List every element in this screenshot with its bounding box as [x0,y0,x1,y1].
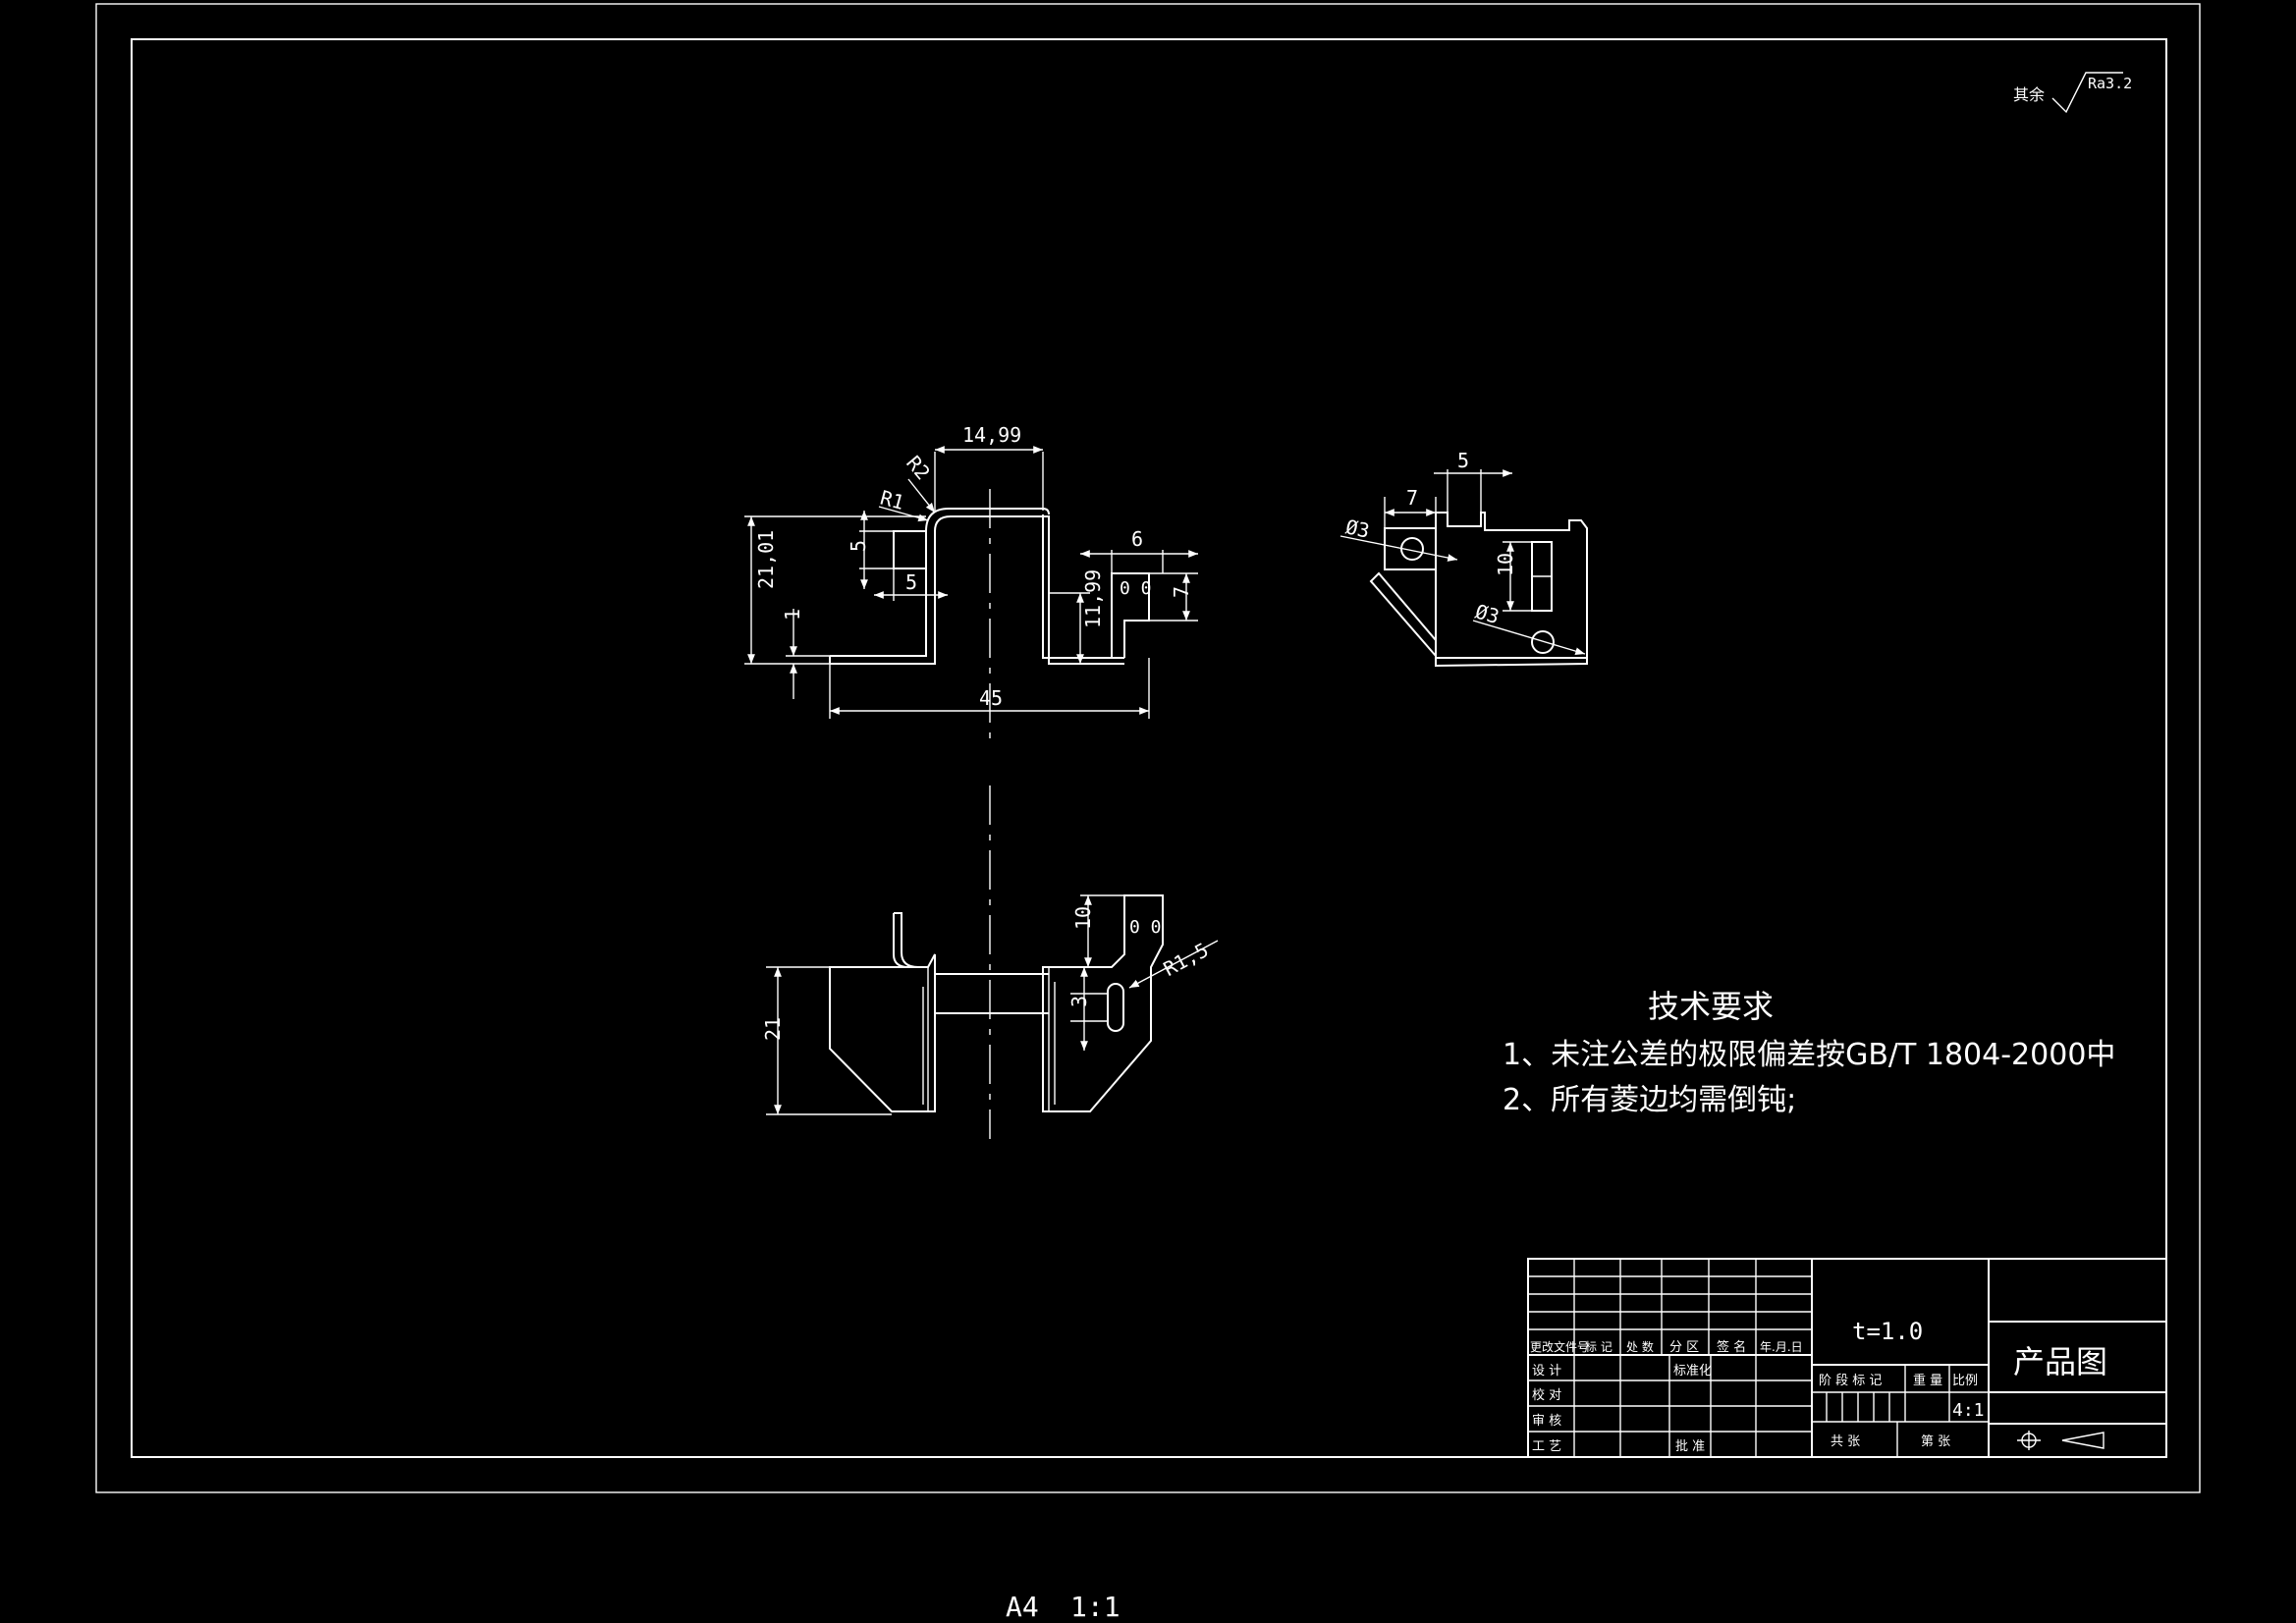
slot-mark-icon: 0 0 [1120,578,1152,599]
roughness-symbol-icon [2051,72,2123,114]
tech-req-item-2: 2、所有菱边均需倒钝; [1503,1083,1796,1117]
roughness-value: Ra3.2 [2088,75,2132,92]
dim-5-horizontal: 5 [905,570,917,594]
tb-signature: 签 名 [1717,1339,1746,1355]
svg-text:0 0: 0 0 [1129,917,1162,938]
dim-R1: R1 [878,485,906,514]
dim-10-top: 10 [1071,906,1095,930]
technical-requirements: 技术要求 1、未注公差的极限偏差按GB/T 1804-2000中 2、所有菱边均… [1503,988,2115,1117]
outer-frame [95,3,2201,1493]
front-view: 0 0 14,99 R2 R1 5 5 21,01 1 [744,423,1198,746]
tb-weight: 重 量 [1913,1373,1942,1388]
surface-roughness-note: 其余 Ra3.2 [2013,72,2132,114]
tb-count: 处 数 [1626,1339,1654,1354]
tb-stage-mark: 阶 段 标 记 [1819,1374,1882,1388]
tb-role-design: 设 计 [1532,1364,1561,1379]
tb-drawing-name: 产品图 [2013,1343,2107,1380]
tb-sheets-total: 共 张 [1831,1434,1860,1449]
tb-scale-label: 比例 [1952,1374,1978,1388]
tb-role-review: 审 核 [1532,1414,1561,1429]
dim-dia3-upper: Ø3 [1343,514,1372,542]
dim-14-99: 14,99 [962,423,1021,447]
roughness-label: 其余 [2013,85,2045,104]
dim-7-front: 7 [1170,586,1193,598]
dim-5-vertical: 5 [847,540,870,552]
tech-req-item-1: 1、未注公差的极限偏差按GB/T 1804-2000中 [1503,1038,2115,1072]
dim-21-01: 21,01 [754,530,778,589]
tb-change-doc: 更改文件号 [1530,1339,1589,1354]
dim-R2: R2 [902,451,935,484]
title-block: 更改文件号 标 记 处 数 分 区 签 名 年.月.日 设 计 校 对 审 核 … [1527,1258,2167,1458]
paper-scale: 1:1 [1070,1591,1121,1623]
tb-mark: 标 记 [1585,1340,1613,1354]
dim-R1-5: R1,5 [1160,938,1213,981]
tb-zone: 分 区 [1669,1340,1699,1355]
dim-dia3-lower: Ø3 [1473,599,1503,628]
tb-role-check: 校 对 [1532,1387,1561,1403]
dim-6: 6 [1131,527,1143,551]
tb-scale-value: 4:1 [1952,1400,1985,1421]
tb-date: 年.月.日 [1760,1340,1803,1354]
dim-1: 1 [781,609,804,621]
tb-sheet-number: 第 张 [1921,1434,1950,1449]
side-view: 5 7 Ø3 10 Ø3 [1339,449,1588,668]
tb-standardization: 标准化 [1673,1364,1712,1379]
tb-thickness: t=1.0 [1852,1318,1923,1345]
dim-11-99: 11,99 [1081,569,1105,628]
dim-3: 3 [1067,996,1091,1007]
projection-symbol-icon [2017,1431,2105,1450]
dim-5-side: 5 [1457,449,1469,472]
dim-21: 21 [761,1017,785,1041]
inner-frame [131,38,2167,1458]
tb-approval: 批 准 [1675,1439,1705,1454]
paper-format: A4 [1006,1591,1039,1623]
dim-10-side: 10 [1494,553,1517,576]
dim-45: 45 [979,686,1003,710]
dim-7-side: 7 [1406,486,1418,510]
top-view: 0 0 10 R1,5 3 21 [761,785,1219,1139]
tech-req-title: 技术要求 [1648,988,1774,1025]
tb-role-process: 工 艺 [1532,1439,1561,1454]
